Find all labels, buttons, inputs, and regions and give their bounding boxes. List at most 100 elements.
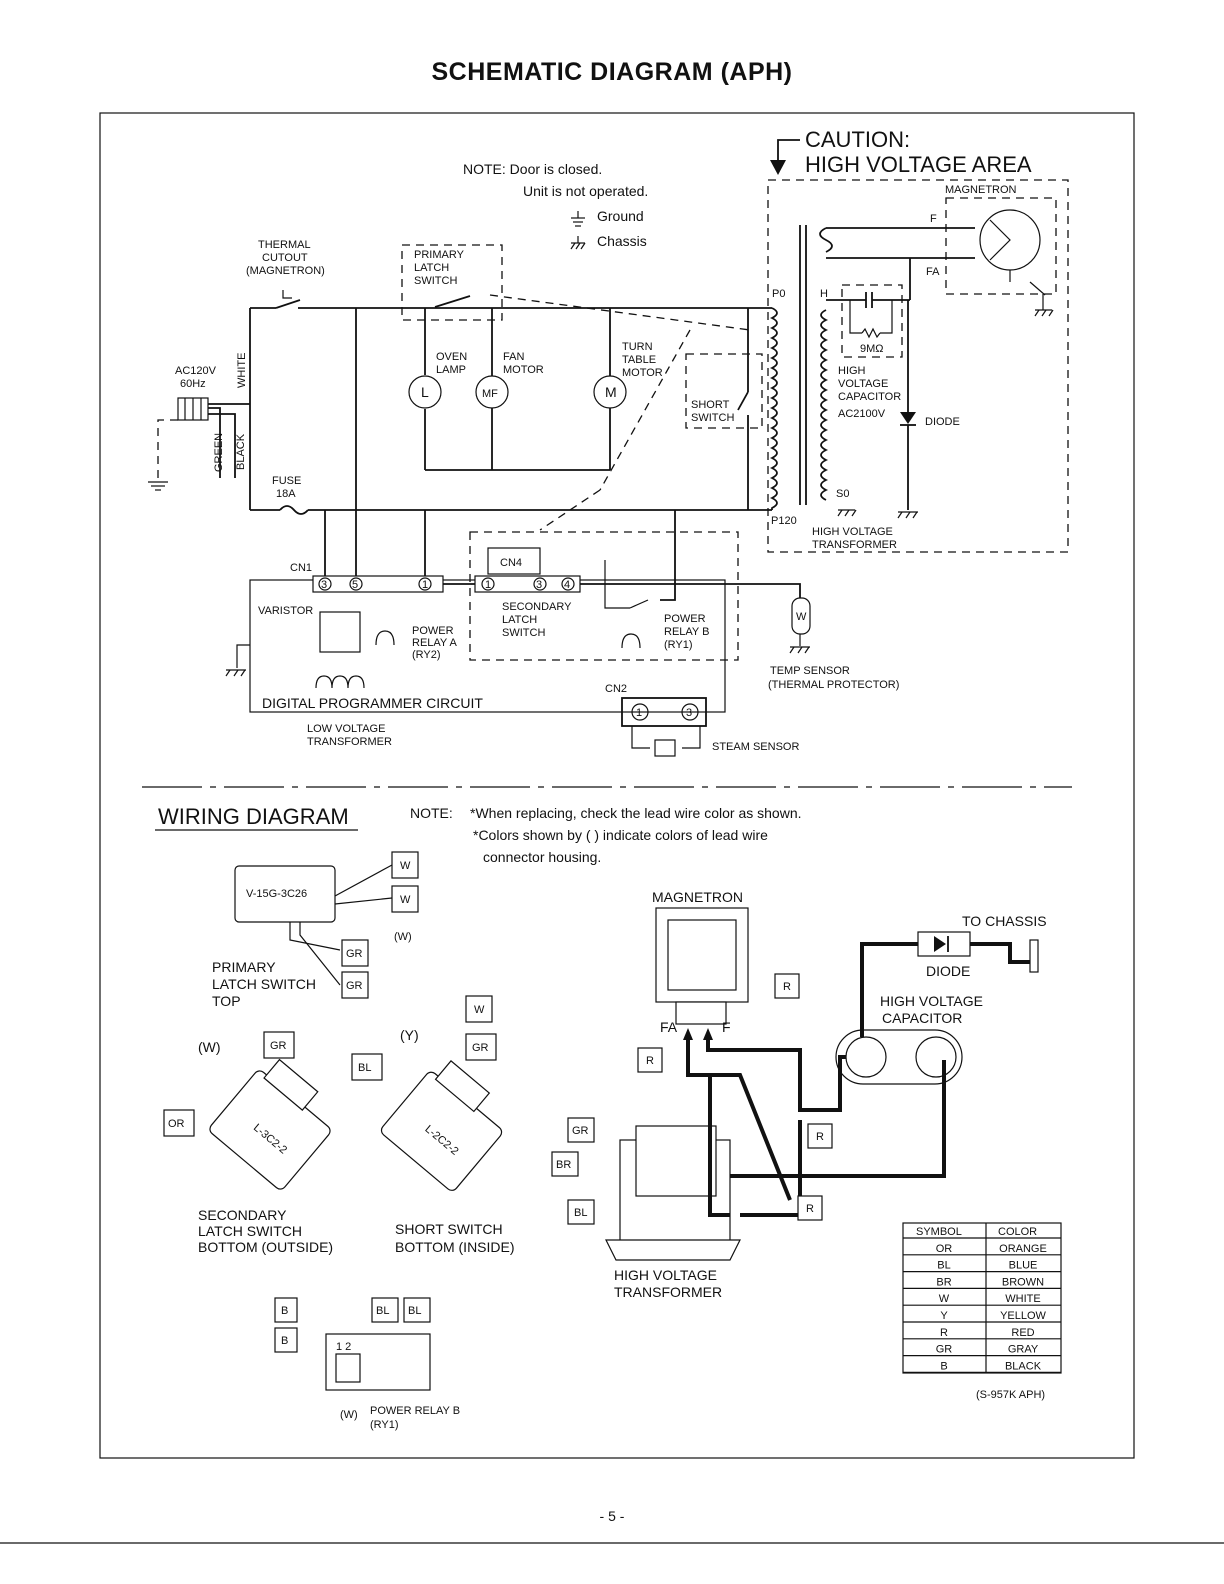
varistor-label: VARISTOR bbox=[258, 605, 313, 617]
secondary-latch-label-3: SWITCH bbox=[502, 627, 545, 639]
primary-latch-label-2: LATCH bbox=[414, 262, 449, 274]
wire-tag-gr-2-label: GR bbox=[346, 980, 363, 992]
fan-motor-label: FAN bbox=[503, 351, 524, 363]
turntable-motor-symbol-label: M bbox=[605, 384, 617, 400]
steam-sensor-symbol bbox=[654, 739, 676, 757]
wire-tag-w-3-label: W bbox=[474, 1004, 485, 1016]
primary-latch-label-3: SWITCH bbox=[414, 275, 457, 287]
capacitor-box bbox=[841, 284, 903, 358]
legend-symbol: W bbox=[939, 1293, 950, 1305]
wire-tag-gr-3 bbox=[263, 1031, 295, 1059]
chassis-icon bbox=[897, 511, 918, 519]
fa-label: FA bbox=[926, 266, 940, 278]
legend-color: ORANGE bbox=[999, 1243, 1047, 1255]
wire-tag-b-2-label: B bbox=[281, 1335, 288, 1347]
secondary-latch-box bbox=[469, 531, 739, 661]
wiring-note-1: *When replacing, check the lead wire col… bbox=[470, 805, 802, 821]
primary-latch-label: PRIMARY bbox=[414, 249, 465, 261]
thermal-cutout-label: THERMAL bbox=[258, 239, 311, 251]
short-y-paren: (Y) bbox=[400, 1027, 419, 1043]
oven-lamp-label-2: LAMP bbox=[436, 364, 466, 376]
hv-transformer-label: HIGH VOLTAGE bbox=[812, 526, 893, 538]
temp-sensor-symbol bbox=[791, 597, 811, 635]
cn4-pin-3: 3 bbox=[536, 579, 542, 591]
legend-symbol: BR bbox=[936, 1276, 951, 1288]
hv-capacitor-label-2: VOLTAGE bbox=[838, 378, 888, 390]
door-note: NOTE: Door is closed. bbox=[463, 161, 602, 177]
wire-tag-r-4 bbox=[797, 1195, 823, 1221]
fan-motor-symbol bbox=[475, 375, 509, 409]
legend-color: GRAY bbox=[1008, 1344, 1039, 1356]
power-relay-b-label: POWER bbox=[664, 613, 706, 625]
fan-motor-symbol-label: MF bbox=[482, 388, 498, 400]
hv-transformer-label-2: TRANSFORMER bbox=[812, 539, 897, 551]
diode-symbol bbox=[900, 412, 916, 424]
thermal-cutout-label-3: (MAGNETRON) bbox=[246, 265, 325, 277]
short-switch-wiring-label-2: BOTTOM (INSIDE) bbox=[395, 1239, 515, 1255]
secondary-latch-wiring-label: SECONDARY bbox=[198, 1207, 287, 1223]
cn1-pin-5: 5 bbox=[352, 579, 358, 591]
wire-tag-r-3-label: R bbox=[816, 1131, 824, 1143]
cn4-pin-1: 1 bbox=[485, 579, 491, 591]
p120-label: P120 bbox=[771, 515, 797, 527]
cn1-pin-1: 1 bbox=[422, 579, 428, 591]
wire-tag-b-label: B bbox=[281, 1305, 288, 1317]
low-voltage-transformer-label-2: TRANSFORMER bbox=[307, 736, 392, 748]
legend-symbol: BL bbox=[937, 1260, 950, 1272]
cn2-label: CN2 bbox=[605, 683, 627, 695]
hv-capacitor-unit bbox=[835, 1029, 963, 1085]
legend-symbol: GR bbox=[936, 1344, 953, 1356]
secondary-w-paren: (W) bbox=[198, 1039, 221, 1055]
power-relay-a-label-2: RELAY A bbox=[412, 637, 458, 649]
wire-tag-w-label: W bbox=[400, 860, 411, 872]
magnetron-f-label: F bbox=[722, 1019, 731, 1035]
cn4-label: CN4 bbox=[500, 557, 522, 569]
power-source-label: AC120V bbox=[175, 365, 217, 377]
temp-sensor-label: TEMP SENSOR bbox=[770, 665, 850, 677]
power-relay-a-label-3: (RY2) bbox=[412, 649, 441, 661]
wire-tag-bl-label: BL bbox=[358, 1062, 371, 1074]
short-switch-wiring-label: SHORT SWITCH bbox=[395, 1221, 503, 1237]
wire-tag-bl-3 bbox=[403, 1297, 431, 1323]
magnetron-box bbox=[945, 197, 1057, 295]
ground-label: Ground bbox=[597, 208, 644, 224]
diode-label: DIODE bbox=[925, 416, 960, 428]
power-relay-a-label: POWER bbox=[412, 625, 454, 637]
secondary-latch-label-2: LATCH bbox=[502, 614, 537, 626]
primary-latch-wiring-label-3: TOP bbox=[212, 993, 241, 1009]
secondary-latch-switch: L-3C2-2 bbox=[209, 1058, 331, 1190]
legend-symbol: OR bbox=[936, 1243, 953, 1255]
wire-tag-gr-4 bbox=[465, 1033, 497, 1061]
wire-tag-gr-5-label: GR bbox=[572, 1125, 589, 1137]
resistor-symbol bbox=[861, 327, 881, 339]
wire-tag-r-2-label: R bbox=[646, 1055, 654, 1067]
power-relay-b-wiring-label-2: (RY1) bbox=[370, 1419, 399, 1431]
short-switch-label: SHORT bbox=[691, 399, 730, 411]
hv-transformer-wiring-label: HIGH VOLTAGE bbox=[614, 1267, 717, 1283]
temp-sensor-label-2: (THERMAL PROTECTOR) bbox=[768, 679, 899, 691]
wire-tag-w-2 bbox=[391, 885, 419, 913]
short-switch-contact bbox=[737, 391, 749, 411]
s0-label: S0 bbox=[836, 488, 849, 500]
cn1-label: CN1 bbox=[290, 562, 312, 574]
wire-black-label: BLACK bbox=[235, 433, 247, 470]
page-number: - 5 - bbox=[599, 1508, 625, 1524]
wire-tag-bl-2 bbox=[371, 1297, 399, 1323]
cn2-connector bbox=[621, 697, 707, 727]
turntable-motor-label: TURN bbox=[622, 341, 653, 353]
temp-sensor-symbol-label: W bbox=[796, 611, 807, 623]
operation-note: Unit is not operated. bbox=[523, 183, 648, 199]
to-chassis-label: TO CHASSIS bbox=[962, 913, 1047, 929]
wire-tag-bl-4-label: BL bbox=[574, 1207, 587, 1219]
wire-green-label: GREEN bbox=[213, 433, 225, 472]
wire-tag-r-label: R bbox=[783, 981, 791, 993]
legend-color: BROWN bbox=[1002, 1276, 1044, 1288]
cn1-pin-3: 3 bbox=[321, 579, 327, 591]
fuse-rating: 18A bbox=[276, 488, 296, 500]
wire-tag-bl-3-label: BL bbox=[408, 1305, 421, 1317]
fuse-label: FUSE bbox=[272, 475, 301, 487]
secondary-winding-symbol bbox=[820, 309, 829, 501]
wiring-note-2: *Colors shown by ( ) indicate colors of … bbox=[473, 827, 768, 843]
caution-title: CAUTION: bbox=[805, 127, 910, 152]
